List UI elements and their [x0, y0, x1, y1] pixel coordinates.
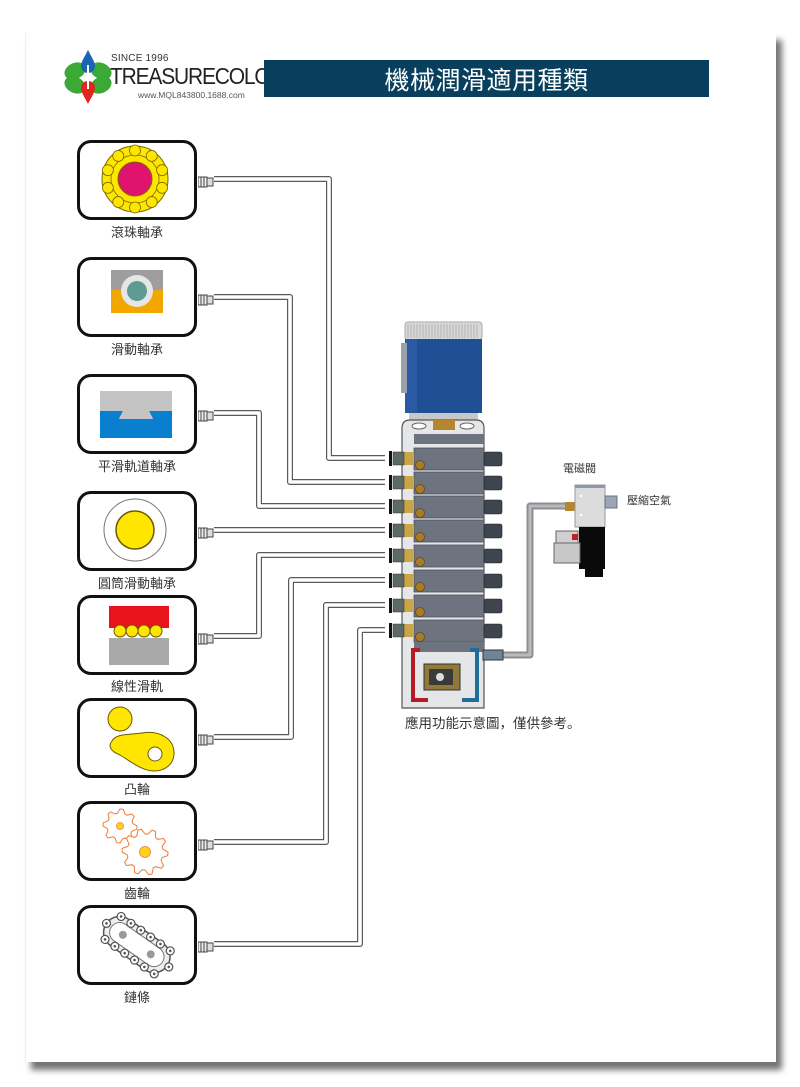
logo-since-text: SINCE 1996: [111, 53, 169, 64]
tube-fitting-icon: [197, 291, 214, 306]
tube-fitting-icon: [197, 836, 214, 851]
tube-fitting-icon: [197, 524, 214, 539]
tube-fitting-icon: [197, 407, 214, 422]
compressed-air-label: 壓縮空氣: [627, 494, 671, 507]
app-label-gear: 齒輪: [123, 887, 150, 902]
app-box-gear: [77, 801, 197, 881]
app-label-chain: 鏈條: [123, 991, 150, 1006]
logo-brand-text: TREASURECOLOR: [110, 64, 285, 90]
grease-reservoir-icon: [401, 321, 483, 421]
app-label-linear-guide: 線性滑軌: [110, 680, 163, 695]
cylindrical-sliding-bearing-icon: [103, 498, 167, 562]
app-box-sliding-bearing: [77, 257, 197, 337]
tube-fitting-icon: [197, 731, 214, 746]
tube-fitting-icon: [197, 938, 214, 953]
app-label-cam: 凸輪: [123, 783, 150, 798]
app-label-cylindrical-bearing: 圓筒滑動軸承: [97, 577, 176, 592]
app-label-sliding-bearing: 滑動軸承: [110, 343, 163, 358]
app-label-ball-bearing: 滾珠軸承: [110, 226, 163, 241]
logo-url-text: www.MQL843800.1688.com: [138, 90, 245, 100]
app-box-chain: [77, 905, 197, 985]
tube-fitting-icon: [197, 630, 214, 645]
page-title: 機械潤滑適用種類: [384, 65, 589, 95]
app-box-flat-rail-bearing: [77, 374, 197, 454]
ball-bearing-icon: [101, 144, 169, 214]
tube-fitting-icon: [197, 173, 214, 188]
linear-guide-icon: [109, 606, 169, 665]
gear-icon: [102, 808, 169, 876]
chain-icon: [100, 911, 175, 979]
solenoid-valve-label: 電磁閥: [563, 462, 596, 475]
app-box-ball-bearing: [77, 140, 197, 220]
solenoid-valve-icon: [553, 484, 618, 577]
app-box-cylindrical-bearing: [77, 491, 197, 571]
app-label-flat-rail-bearing: 平滑軌道軸承: [97, 460, 176, 475]
flat-rail-bearing-icon: [100, 391, 172, 438]
sliding-bearing-icon: [111, 270, 163, 313]
diagram-note: 應用功能示意圖，僅供參考。: [405, 716, 581, 732]
logo-icon: [64, 50, 112, 104]
app-box-linear-guide: [77, 595, 197, 675]
cam-icon: [107, 706, 175, 772]
progressive-distributor-icon: [389, 419, 504, 709]
title-bar: 機械潤滑適用種類: [264, 60, 709, 97]
app-box-cam: [77, 698, 197, 778]
